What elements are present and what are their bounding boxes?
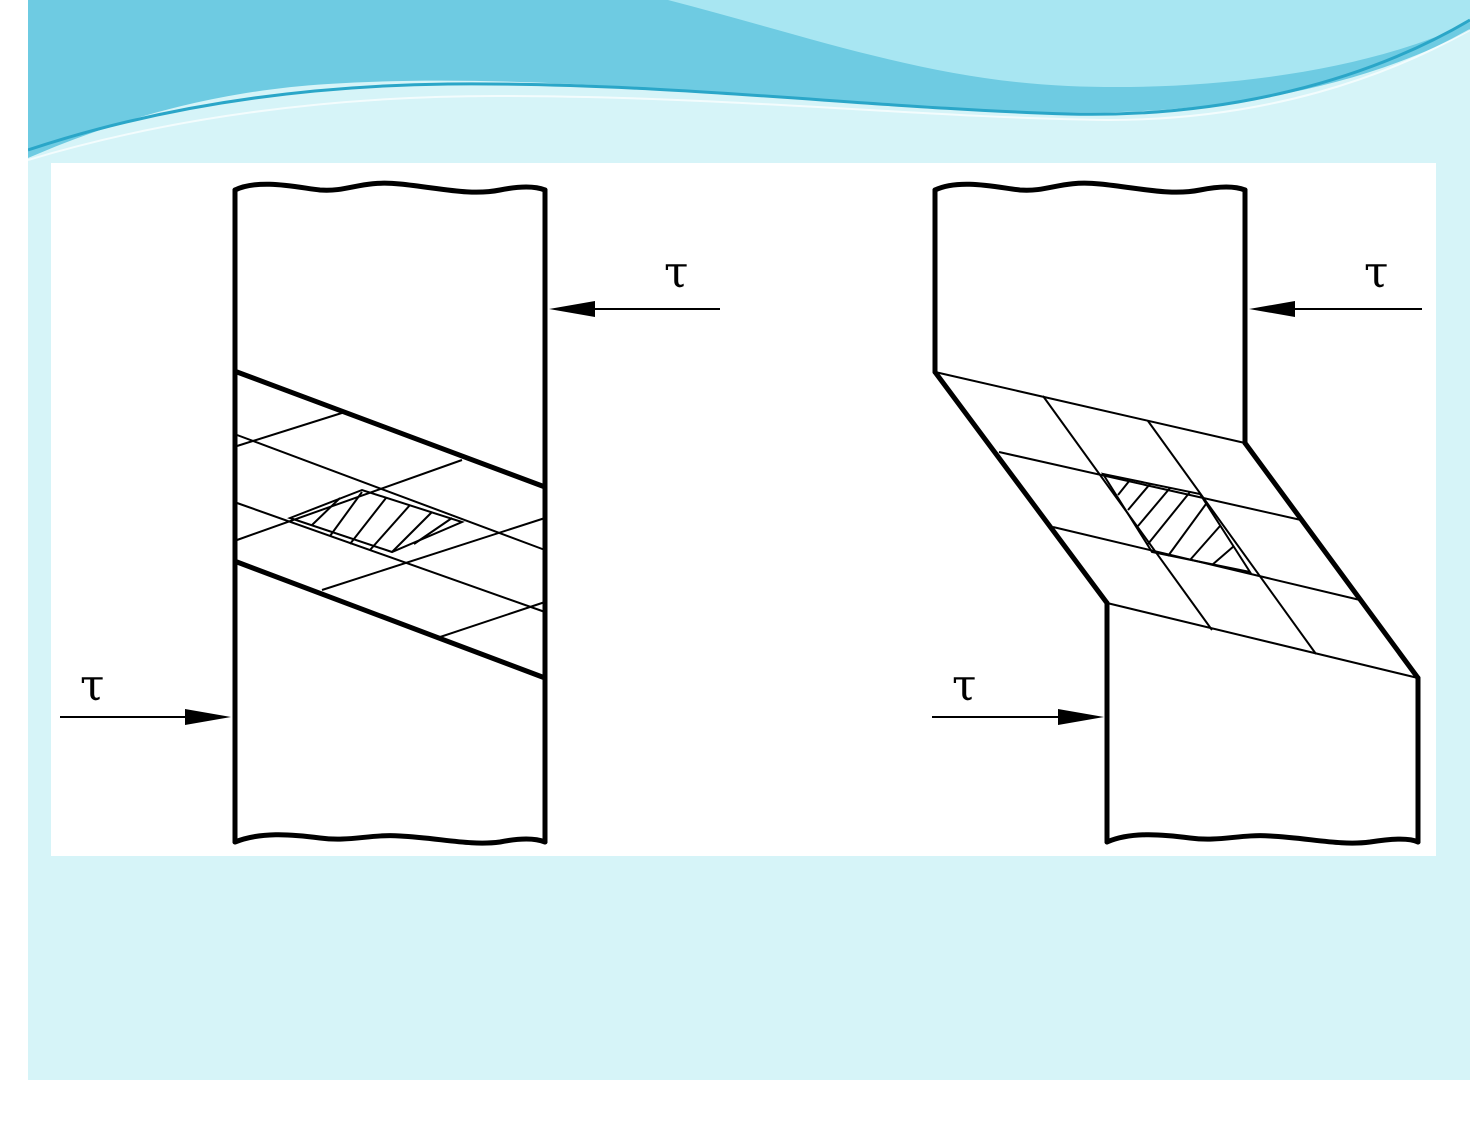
right-bar <box>935 183 1418 843</box>
arrow-left-icon <box>549 301 595 317</box>
right-band-left-slant <box>935 372 1107 603</box>
arrow-right-icon <box>1058 709 1104 725</box>
left-bar <box>235 183 545 843</box>
right-force-top: τ <box>1249 247 1422 317</box>
left-tau-top: τ <box>664 247 688 298</box>
left-force-top: τ <box>549 247 720 317</box>
arrow-right-icon <box>185 709 231 725</box>
right-hatched-element <box>1103 474 1250 572</box>
left-band-upper-boundary <box>237 372 545 487</box>
right-grid-row-1 <box>999 452 1301 520</box>
arrow-left-icon <box>1249 301 1295 317</box>
right-force-bottom: τ <box>932 660 1104 725</box>
right-tau-bottom: τ <box>952 660 976 711</box>
left-grid-line-2 <box>237 503 545 612</box>
right-bar-top-break <box>935 183 1245 192</box>
left-bar-bottom-break <box>235 835 545 843</box>
left-tau-bottom: τ <box>80 660 104 711</box>
left-band-lower-boundary <box>237 562 545 678</box>
left-cross-line-1 <box>237 412 345 446</box>
right-bar-bottom-break <box>1107 835 1418 843</box>
left-bar-top-break <box>235 183 545 192</box>
left-cross-line-4 <box>440 602 545 637</box>
left-cross-line-3 <box>322 518 545 590</box>
left-force-bottom: τ <box>60 660 231 725</box>
left-cross-line-2 <box>237 460 462 540</box>
right-tau-top: τ <box>1364 247 1388 298</box>
